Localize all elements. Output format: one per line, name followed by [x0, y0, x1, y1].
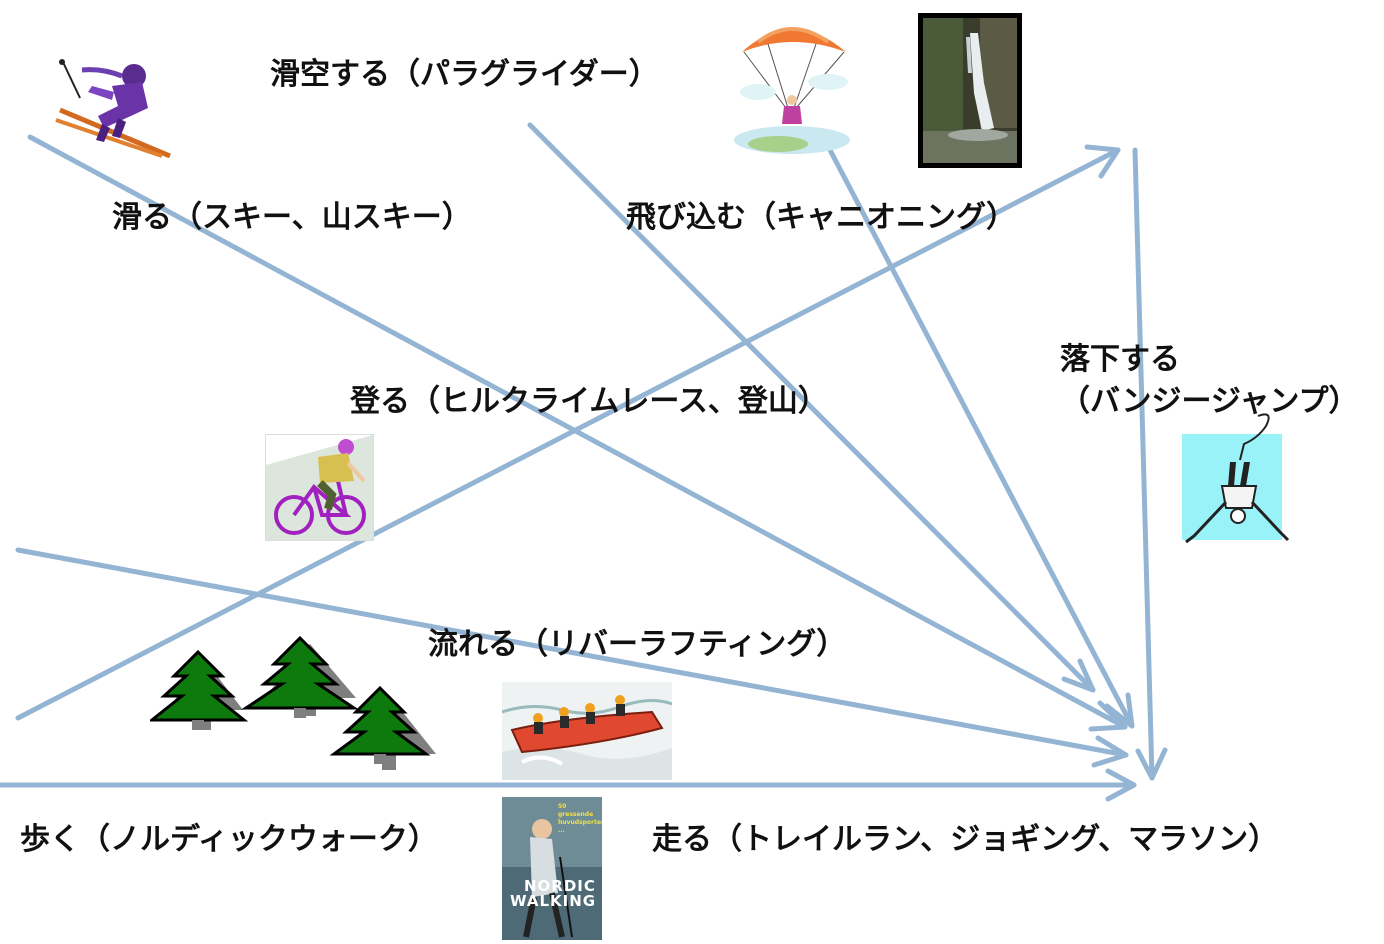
rafting-image: [502, 682, 672, 780]
label-bungee-line1: 落下する: [1060, 342, 1180, 377]
label-paraglide: 滑空する（パラグライダー）: [270, 57, 659, 92]
label-raft: 流れる（リバーラフティング）: [428, 627, 847, 662]
skier-image: [52, 58, 177, 158]
cyclist-image: [265, 434, 374, 541]
arrow-bungee-head: [1135, 747, 1168, 781]
arrow-canyon-head: [1104, 692, 1135, 729]
nordic-walking-book-cover: 50 gressende huvudsporter ... NORDIC WAL…: [502, 797, 602, 940]
book-small-text: 50 gressende huvudsporter ...: [558, 803, 602, 834]
arrow-ski-head: [1088, 700, 1128, 732]
book-title-line1: NORDIC: [524, 877, 596, 895]
label-run: 走る（トレイルラン、ジョギング、マラソン）: [652, 822, 1279, 857]
arrow-climb: [15, 147, 1121, 721]
book-title-line2: WALKING: [510, 892, 597, 910]
trees-image: [150, 636, 446, 770]
label-bungee-line2: （バンジージャンプ）: [1060, 384, 1359, 419]
bungee-image: [1182, 410, 1292, 548]
arrow-climb-head: [1084, 144, 1121, 179]
arrow-canyon: [827, 147, 1135, 729]
arrow-paraglide-head: [1061, 658, 1096, 693]
arrow-raft: [15, 547, 1129, 758]
arrow-raft-head: [1091, 735, 1129, 768]
waterfall-photo: [918, 13, 1022, 168]
arrow-paraglide: [527, 122, 1096, 693]
label-walk: 歩く（ノルディックウォーク）: [20, 822, 438, 857]
paraglider-image: [728, 12, 856, 157]
arrow-walk-head: [1105, 768, 1137, 802]
arrow-ski: [27, 134, 1128, 730]
arrow-bungee: [1132, 147, 1155, 781]
label-climb: 登る（ヒルクライムレース、登山）: [350, 384, 828, 419]
label-ski: 滑る（スキー、山スキー）: [112, 200, 472, 235]
label-canyon: 飛び込む（キャニオニング）: [626, 200, 1016, 235]
